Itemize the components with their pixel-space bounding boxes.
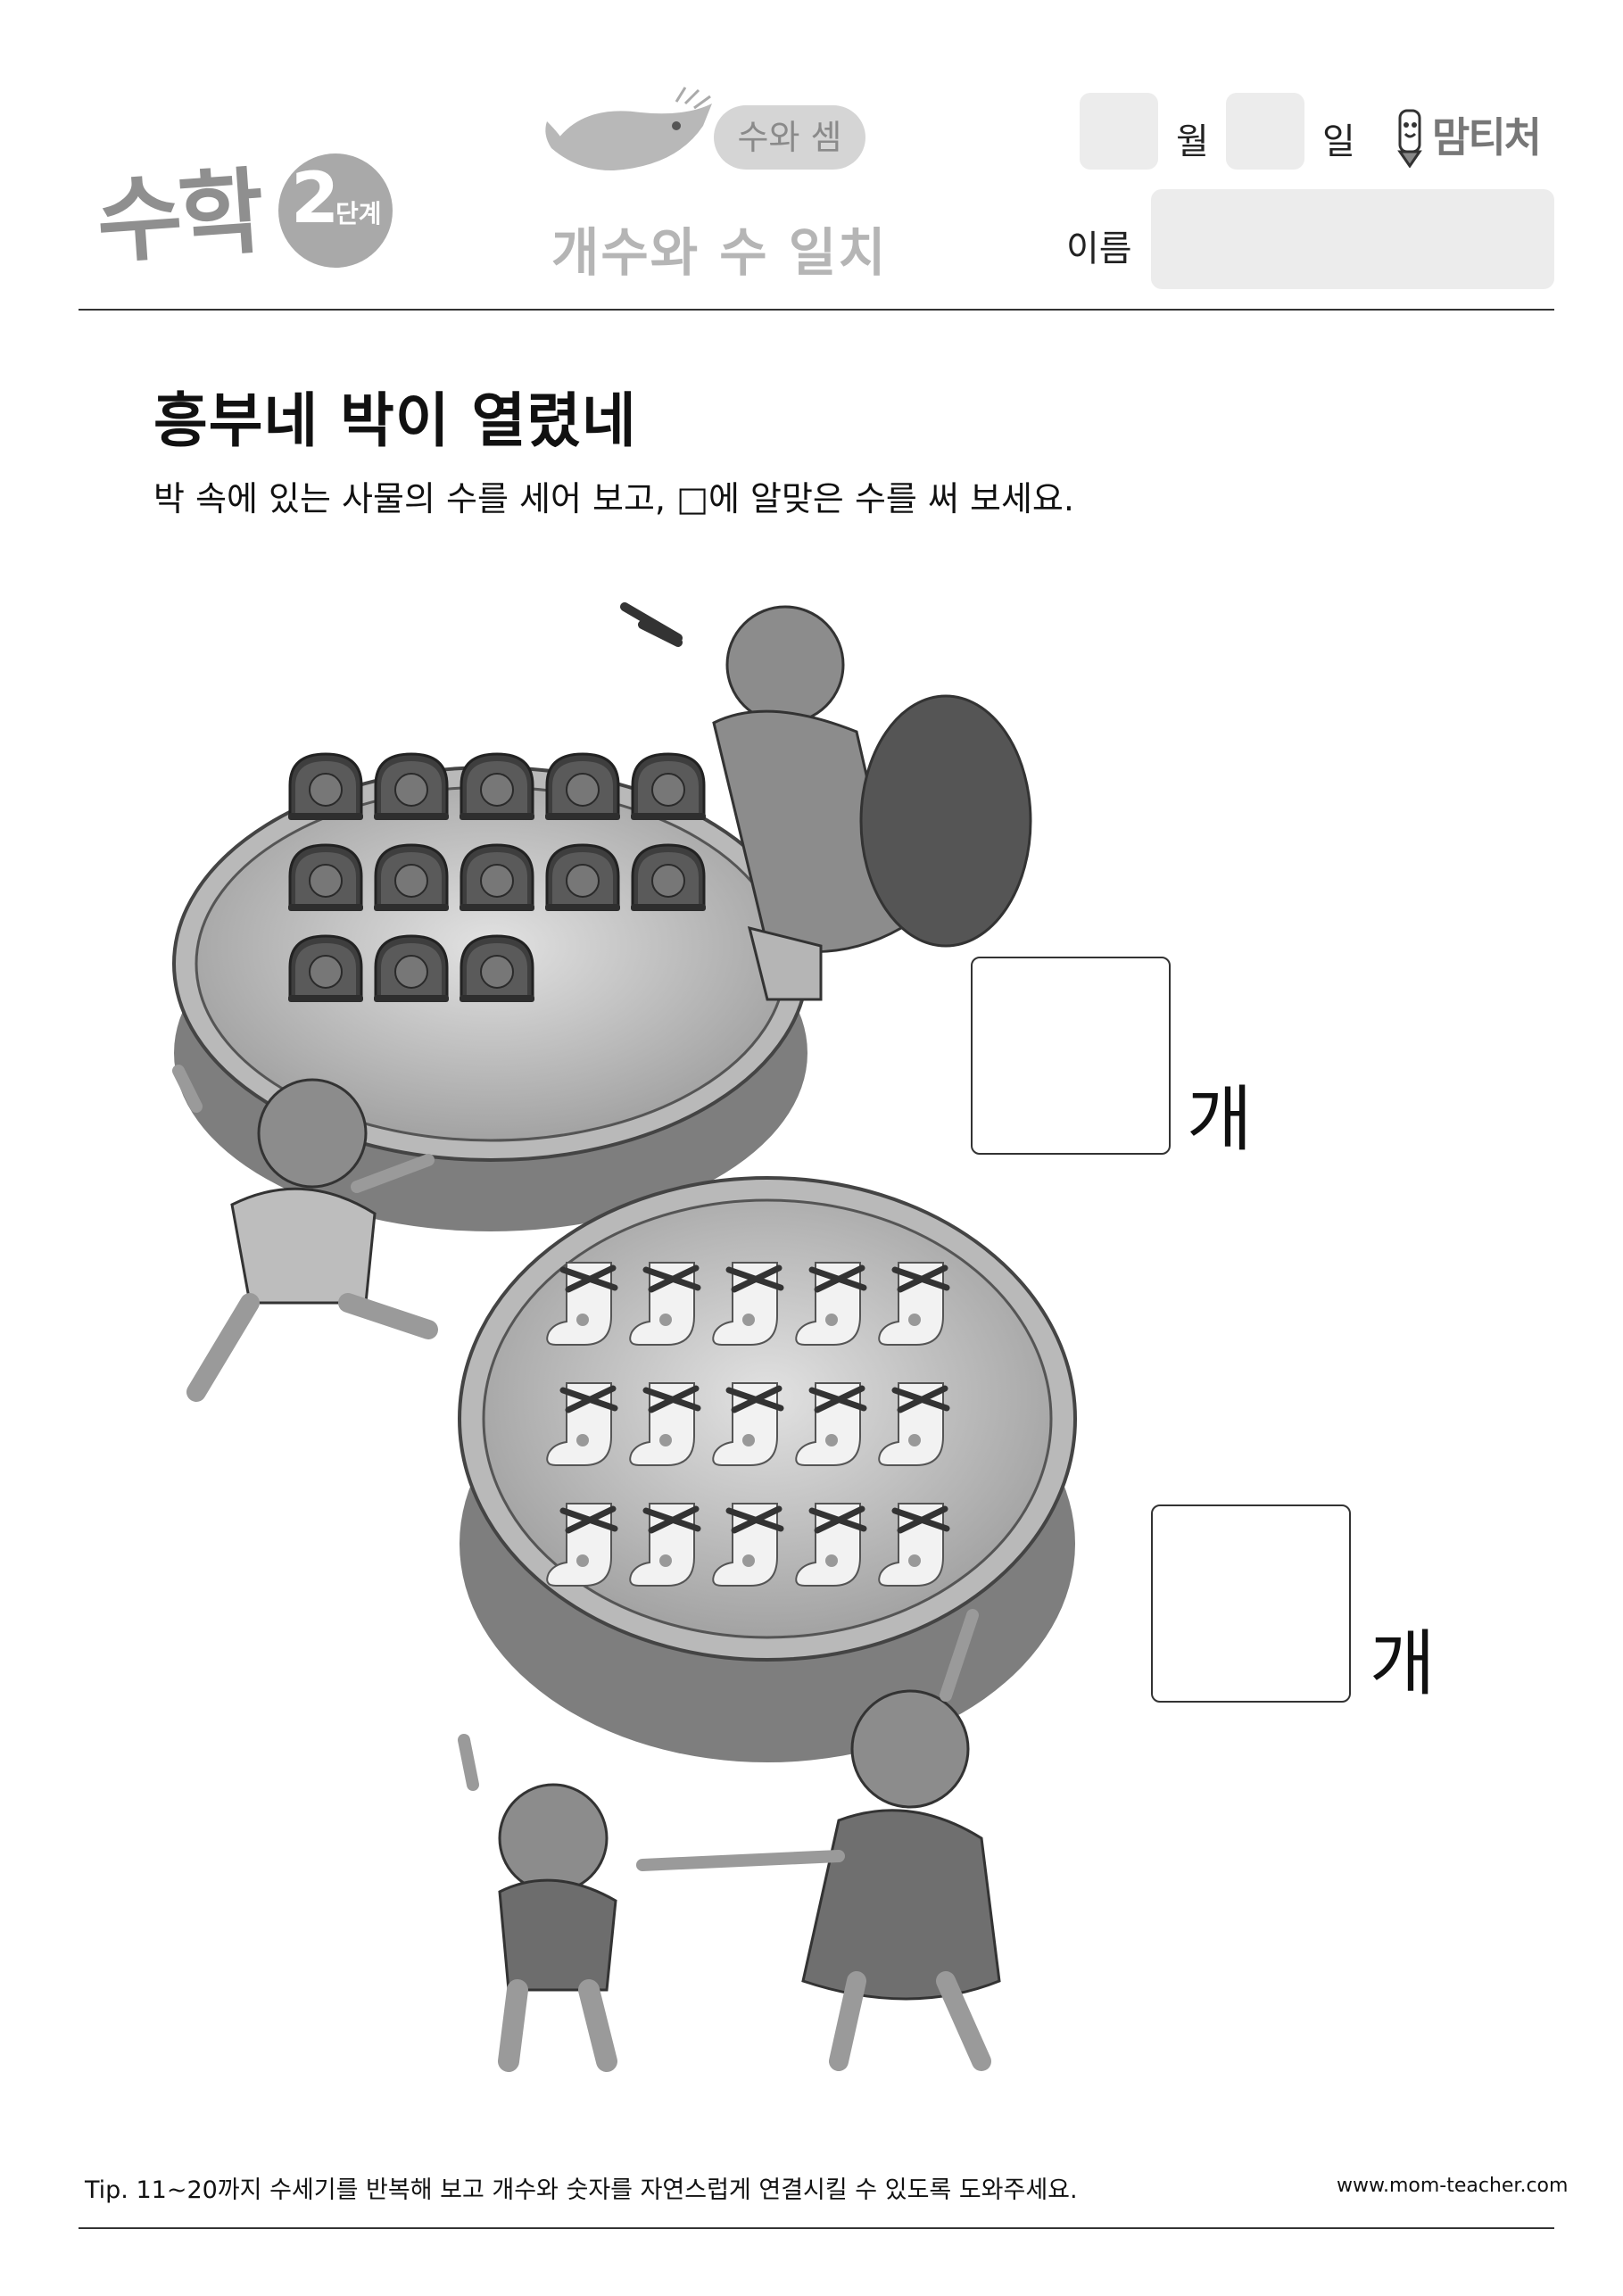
sock-item	[878, 1262, 950, 1346]
character-bottom-right	[636, 1609, 1001, 2071]
footer-divider	[79, 2227, 1554, 2229]
sock-item	[629, 1262, 701, 1346]
rice-cake-item	[545, 843, 620, 911]
level-number: 2	[291, 159, 340, 239]
sock-item	[795, 1262, 867, 1346]
level-badge: 2 단계	[278, 153, 393, 268]
sock-item	[712, 1262, 784, 1346]
character-bottom-left	[458, 1734, 617, 2072]
worksheet-subtitle: 개수와 수 일치	[551, 222, 888, 283]
pencil-mascot-icon	[1397, 109, 1422, 168]
level-label: 단계	[335, 199, 382, 228]
name-field[interactable]	[1151, 189, 1554, 289]
month-field[interactable]	[1080, 93, 1158, 170]
month-label: 월	[1176, 121, 1209, 162]
website-url[interactable]: www.mom-teacher.com	[1337, 2175, 1569, 2197]
sock-item	[629, 1503, 701, 1587]
rice-cake-group	[288, 752, 706, 1002]
rice-cake-item	[460, 752, 534, 820]
sock-item	[878, 1503, 950, 1587]
topic-badge: 수와 셈	[714, 105, 865, 170]
rice-cake-item	[631, 752, 706, 820]
sock-group	[546, 1262, 950, 1587]
worksheet-title: 흥부네 박이 열렸네	[153, 386, 637, 455]
whale-icon	[545, 87, 712, 171]
rice-cake-item	[374, 934, 449, 1002]
subject-logo: 수학	[93, 156, 265, 278]
rice-cake-item	[460, 843, 534, 911]
header-divider	[79, 309, 1554, 311]
brand-logo: 맘티처	[1432, 113, 1542, 162]
sock-item	[546, 1382, 618, 1466]
answer-box-1[interactable]	[971, 957, 1171, 1155]
rice-cake-item	[374, 843, 449, 911]
rice-cake-item	[460, 934, 534, 1002]
tip-text: Tip. 11~20까지 수세기를 반복해 보고 개수와 숫자를 자연스럽게 연…	[85, 2176, 1078, 2204]
character-top-right	[620, 602, 1032, 1001]
sock-item	[629, 1382, 701, 1466]
unit-label-1: 개	[1187, 1078, 1253, 1161]
name-label: 이름	[1066, 228, 1132, 269]
rice-cake-item	[545, 752, 620, 820]
unit-label-2: 개	[1370, 1622, 1436, 1705]
sock-item	[795, 1503, 867, 1587]
instruction-text: 박 속에 있는 사물의 수를 세어 보고, □에 알맞은 수를 써 보세요.	[153, 479, 1074, 518]
gourd-illustration	[172, 602, 1077, 2072]
sock-item	[546, 1262, 618, 1346]
rice-cake-item	[374, 752, 449, 820]
sock-item	[546, 1503, 618, 1587]
day-field[interactable]	[1226, 93, 1304, 170]
sock-item	[712, 1382, 784, 1466]
sock-item	[795, 1382, 867, 1466]
rice-cake-item	[288, 843, 363, 911]
sock-item	[712, 1503, 784, 1587]
day-label: 일	[1322, 121, 1355, 162]
character-left	[172, 1065, 438, 1402]
rice-cake-item	[631, 843, 706, 911]
sock-item	[878, 1382, 950, 1466]
rice-cake-item	[288, 934, 363, 1002]
rice-cake-item	[288, 752, 363, 820]
answer-box-2[interactable]	[1151, 1504, 1351, 1703]
